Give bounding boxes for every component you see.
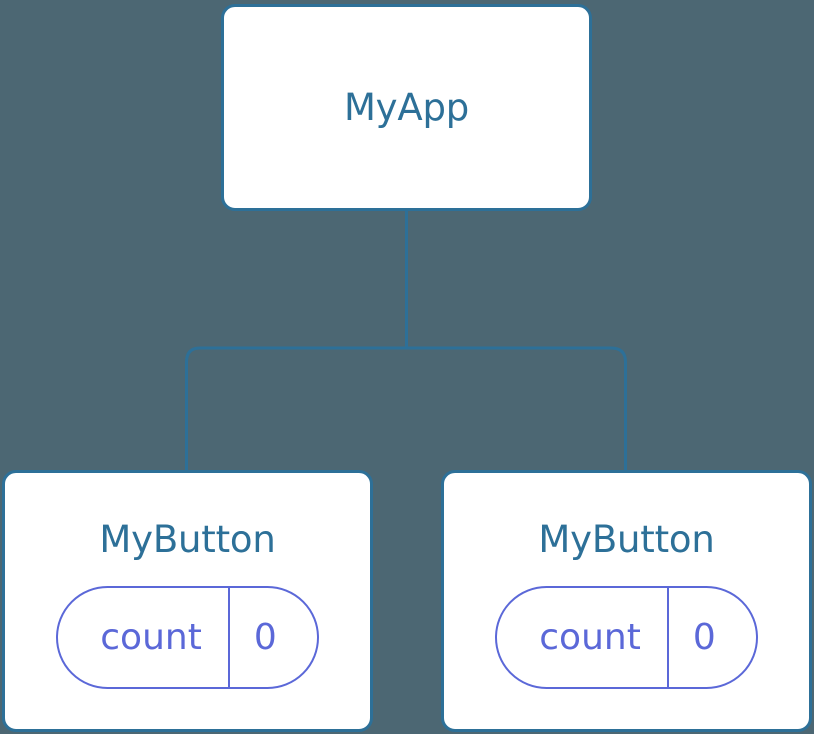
state-pill-key-label-0: count [100,616,202,658]
state-pill-count-1[interactable]: count 0 [495,586,758,689]
state-pill-value-1: 0 [669,588,756,687]
state-pill-divider-1 [666,588,669,687]
edge-root-to-child-1 [406,346,627,470]
state-pill-value-0: 0 [230,588,317,687]
node-mybutton-0-title: MyButton [99,518,276,561]
state-pill-key-label-1: count [539,616,641,658]
node-mybutton-1-title: MyButton [538,518,715,561]
state-pill-key-1: count [497,588,667,687]
node-mybutton-1[interactable]: MyButton count 0 [441,470,812,732]
state-pill-key-0: count [58,588,228,687]
node-myapp-title: MyApp [343,86,470,129]
state-pill-value-label-1: 0 [692,616,716,658]
edge-root-to-child-0 [185,346,407,470]
state-pill-count-0[interactable]: count 0 [56,586,319,689]
state-pill-divider-0 [227,588,230,687]
node-mybutton-0[interactable]: MyButton count 0 [2,470,373,732]
node-myapp[interactable]: MyApp [221,4,592,211]
state-pill-value-label-0: 0 [253,616,277,658]
